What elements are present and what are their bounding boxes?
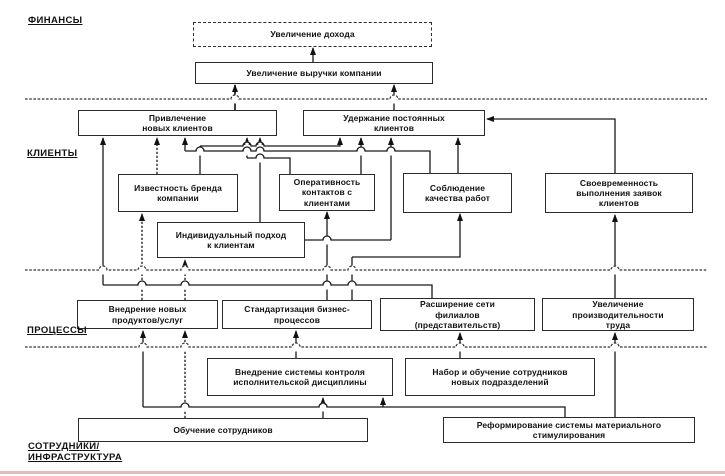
page-bottom-edge [0, 471, 725, 474]
node-n15: Набор и обучение сотрудников новых подра… [405, 358, 595, 396]
section-label-processes: ПРОЦЕССЫ [27, 325, 87, 336]
node-n16: Обучение сотрудников [78, 418, 368, 442]
node-n12: Расширение сети филиалов (представительс… [380, 298, 535, 331]
node-n13: Увеличение производительности труда [542, 298, 694, 331]
connector-horizontals [25, 94, 707, 417]
node-n14: Внедрение системы контроля исполнительск… [207, 358, 393, 396]
node-n6: Оперативность контактов с клиентами [279, 174, 375, 211]
section-label-finance: ФИНАНСЫ [28, 15, 83, 26]
node-n2: Увеличение выручки компании [195, 62, 433, 84]
section-dividers [25, 94, 707, 348]
node-n5: Известность бренда компании [118, 174, 238, 212]
node-n17: Реформирование системы материального сти… [443, 417, 695, 443]
node-n1: Увеличение дохода [193, 22, 432, 47]
crossing-gaps [101, 94, 617, 412]
node-n11: Стандартизация бизнес- процессов [222, 300, 372, 329]
section-label-staff: СОТРУДНИКИ/ ИНФРАСТРУКТУРА [28, 441, 123, 463]
node-n3: Привлечение новых клиентов [78, 110, 277, 136]
node-n10: Внедрение новых продуктов/услуг [77, 300, 218, 329]
node-n4: Удержание постоянных клиентов [303, 110, 485, 136]
node-n8: Своевременность выполнения заявок клиент… [545, 173, 693, 213]
section-label-clients: КЛИЕНТЫ [27, 148, 78, 159]
node-n7: Соблюдение качества работ [403, 173, 512, 213]
node-n9: Индивидуальный подход к клиентам [157, 222, 305, 258]
